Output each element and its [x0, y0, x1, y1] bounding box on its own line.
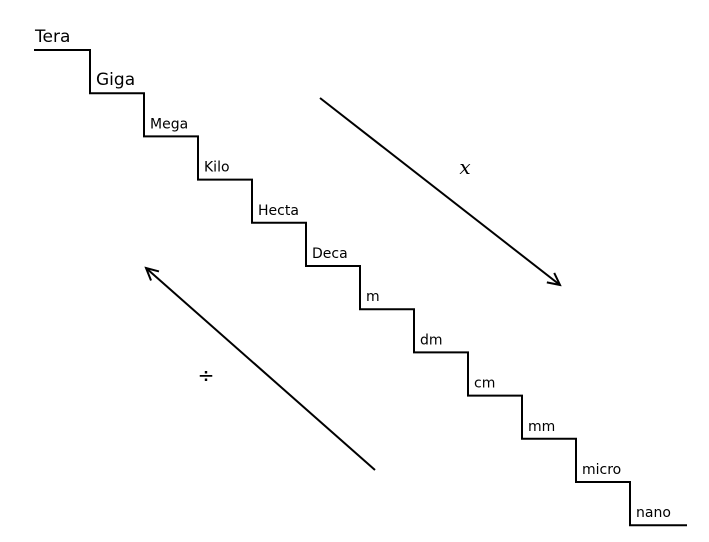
step-label-nano: nano: [636, 505, 671, 521]
step-label-deca: Deca: [312, 246, 348, 262]
step-label-giga: Giga: [96, 70, 135, 90]
staircase-line: [34, 49, 687, 527]
step-label-m: m: [366, 289, 380, 305]
multiply-symbol: x: [459, 155, 470, 179]
step-label-kilo: Kilo: [204, 160, 230, 176]
step-label-tera: Tera: [34, 27, 70, 47]
divide-arrow: [146, 268, 376, 471]
step-label-mega: Mega: [150, 116, 188, 132]
divide-symbol: ÷: [198, 363, 215, 387]
step-label-dm: dm: [420, 332, 443, 348]
step-label-cm: cm: [474, 376, 495, 392]
step-label-mm: mm: [528, 419, 555, 435]
step-labels: Tera Giga Mega Kilo Hecta Deca m dm cm m…: [34, 27, 671, 521]
step-label-micro: micro: [582, 462, 621, 478]
multiply-arrow: [319, 97, 560, 285]
step-label-hecta: Hecta: [258, 203, 299, 219]
